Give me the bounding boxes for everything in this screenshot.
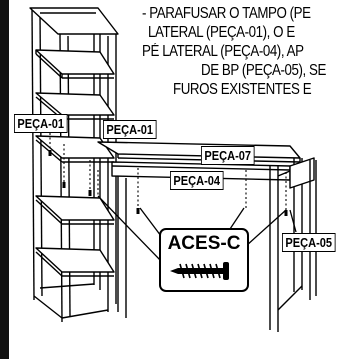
label-peca-01-shelf: PEÇA-01 (14, 114, 68, 133)
instruction-line: - PARAFUSAR O TAMPO (PE (142, 5, 311, 22)
bookshelf-tower (29, 7, 119, 323)
label-peca-07: PEÇA-07 (201, 146, 255, 165)
screw-icon (170, 262, 229, 280)
instruction-line: PÉ LATERAL (PEÇA-04), AP (142, 43, 304, 60)
hardware-callout: ACES-C (159, 228, 249, 292)
instruction-line: FUROS EXISTENTES E (173, 81, 312, 98)
label-peca-04: PEÇA-04 (170, 171, 224, 190)
hardware-title: ACES-C (167, 233, 241, 254)
label-peca-01-panel: PEÇA-01 (103, 120, 157, 139)
screw-marks (48, 150, 288, 216)
instruction-text: - PARAFUSAR O TAMPO (PE LATERAL (PEÇA-01… (128, 4, 338, 114)
label-peca-05: PEÇA-05 (282, 233, 336, 252)
instruction-line: LATERAL (PEÇA-01), O E (148, 24, 295, 41)
insertion-guides (49, 124, 287, 210)
instruction-line: DE BP (PEÇA-05), SE (201, 62, 326, 79)
page-edge-bar (0, 0, 9, 359)
